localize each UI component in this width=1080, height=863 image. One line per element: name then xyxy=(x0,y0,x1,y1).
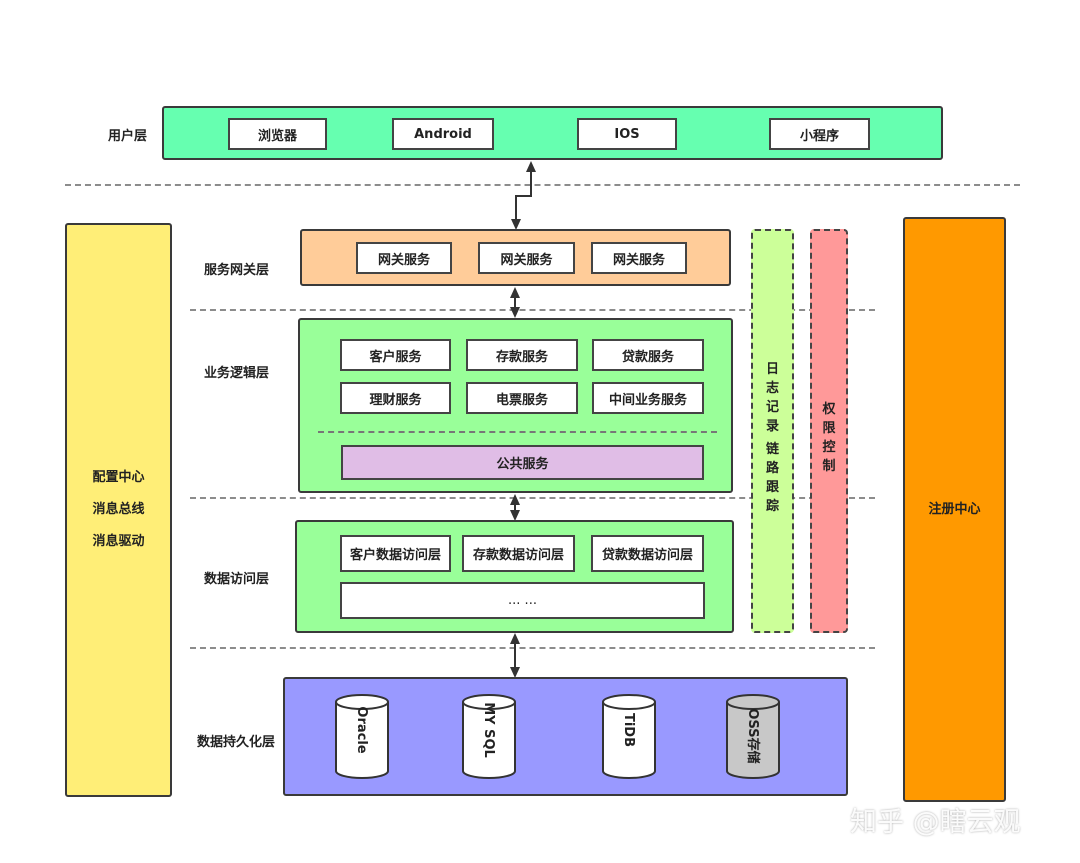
registry-center-label: 注册中心 xyxy=(928,501,981,517)
data-access-layer-panel: 客户数据访问层 存款数据访问层 贷款数据访问层 ... ... xyxy=(295,520,734,633)
db-oracle-icon xyxy=(335,694,389,779)
tracing-char-4: 踪 xyxy=(765,499,779,514)
user-client-mini-program: 小程序 xyxy=(769,118,870,150)
permission-label: 权 限 控 制 xyxy=(812,400,846,476)
wealth-service: 理财服务 xyxy=(340,382,451,414)
business-inner-divider xyxy=(318,431,717,433)
loan-data-access: 贷款数据访问层 xyxy=(591,535,704,572)
gateway-service-3: 网关服务 xyxy=(591,242,687,274)
logging-tracing-column: 日 志 记 录 链 路 跟 踪 xyxy=(751,229,794,633)
arrow-user-gateway xyxy=(515,170,532,222)
customer-data-access: 客户数据访问层 xyxy=(340,535,451,572)
left-panel-config: 配置中心 消息总线 消息驱动 xyxy=(65,223,172,797)
db-mysql-label: MY SQL xyxy=(481,702,496,758)
customer-service: 客户服务 xyxy=(340,339,451,371)
config-center-label: 配置中心 xyxy=(92,470,145,485)
permission-char-3: 控 xyxy=(822,440,836,455)
separator-business xyxy=(190,497,875,499)
data-access-layer-label: 数据访问层 xyxy=(204,572,270,587)
tracing-label: 链 路 跟 踪 xyxy=(753,440,792,516)
db-mysql-icon xyxy=(462,694,516,779)
user-client-ios: IOS xyxy=(577,118,677,150)
gateway-layer-label: 服务网关层 xyxy=(204,263,270,278)
deposit-service: 存款服务 xyxy=(466,339,578,371)
persistence-layer-label: 数据持久化层 xyxy=(197,735,276,750)
logging-char-3: 记 xyxy=(765,400,779,415)
separator-user xyxy=(65,184,1020,186)
message-driven-label: 消息驱动 xyxy=(92,534,145,549)
permission-char-4: 制 xyxy=(822,459,836,474)
db-oss-label: OSS存储 xyxy=(745,708,761,763)
data-access-more: ... ... xyxy=(340,582,705,619)
business-layer-panel: 客户服务 存款服务 贷款服务 理财服务 电票服务 中间业务服务 公共服务 xyxy=(298,318,733,493)
deposit-data-access: 存款数据访问层 xyxy=(462,535,575,572)
business-layer-label: 业务逻辑层 xyxy=(204,366,270,381)
tracing-char-3: 跟 xyxy=(765,480,779,495)
tracing-char-1: 链 xyxy=(765,442,779,457)
logging-label: 日 志 记 录 xyxy=(753,360,792,436)
loan-service: 贷款服务 xyxy=(592,339,704,371)
separator-gateway xyxy=(190,309,875,311)
db-oracle-label: Oracle xyxy=(354,706,369,753)
user-client-browser: 浏览器 xyxy=(228,118,327,150)
db-tidb-icon xyxy=(602,694,656,779)
permission-char-2: 限 xyxy=(822,421,836,436)
zhihu-watermark: 知乎 @瞎云观 xyxy=(850,807,1021,838)
gateway-service-2: 网关服务 xyxy=(478,242,575,274)
permission-control-column: 权 限 控 制 xyxy=(810,229,848,633)
tracing-char-2: 路 xyxy=(765,461,779,476)
db-tidb-label: TiDB xyxy=(621,713,636,747)
message-bus-label: 消息总线 xyxy=(92,502,145,517)
separator-data-access xyxy=(190,647,875,649)
e-bill-service: 电票服务 xyxy=(466,382,578,414)
intermediary-service: 中间业务服务 xyxy=(592,382,704,414)
logging-char-2: 志 xyxy=(765,381,779,396)
registry-center-panel: 注册中心 xyxy=(903,217,1006,802)
user-layer-label: 用户层 xyxy=(108,129,148,144)
gateway-layer-panel: 网关服务 网关服务 网关服务 xyxy=(300,229,731,286)
permission-char-1: 权 xyxy=(822,402,836,417)
user-client-android: Android xyxy=(392,118,494,150)
common-service: 公共服务 xyxy=(341,445,704,480)
db-oss-icon xyxy=(726,694,780,779)
logging-char-1: 日 xyxy=(765,362,779,377)
gateway-service-1: 网关服务 xyxy=(356,242,452,274)
logging-char-4: 录 xyxy=(765,419,779,434)
user-layer-panel: 浏览器 Android IOS 小程序 xyxy=(162,106,943,160)
